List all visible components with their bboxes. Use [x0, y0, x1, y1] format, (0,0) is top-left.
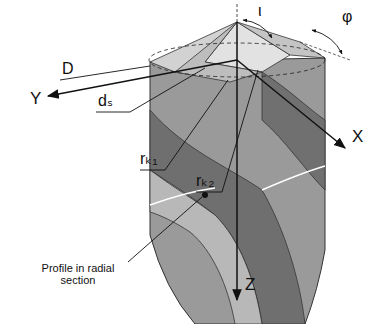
y-axis: [48, 60, 237, 96]
profile-curve: [262, 166, 325, 190]
angle-label: φ: [342, 8, 352, 26]
angle-arc: [243, 20, 272, 38]
z-axis: [236, 22, 238, 300]
profile-curve: [150, 188, 215, 205]
axis-label: Z: [245, 276, 255, 295]
angle-arc: [312, 30, 342, 54]
flute: [150, 110, 305, 324]
dimension-label: dₛ: [98, 92, 113, 110]
dimension-label: D: [62, 60, 74, 78]
reference-line: [300, 42, 350, 60]
flank-face: [175, 22, 262, 82]
radius-label: rₖ₂: [196, 172, 214, 190]
leader-line: [140, 80, 228, 170]
axis-label: Y: [30, 90, 41, 109]
leader-line: [128, 197, 202, 262]
radius-label: rₖ₁: [140, 150, 158, 168]
flank-face: [237, 22, 325, 58]
leader-line: [196, 70, 258, 192]
callout-label: Profile in radial section: [28, 262, 128, 286]
center-line: [237, 3, 238, 22]
axis-label: X: [352, 128, 363, 147]
land: [150, 170, 262, 324]
x-axis: [237, 60, 345, 148]
profile-dot: [202, 192, 208, 198]
flute: [262, 72, 325, 190]
leader-line: [96, 68, 205, 112]
angle-label: ι: [258, 2, 262, 20]
